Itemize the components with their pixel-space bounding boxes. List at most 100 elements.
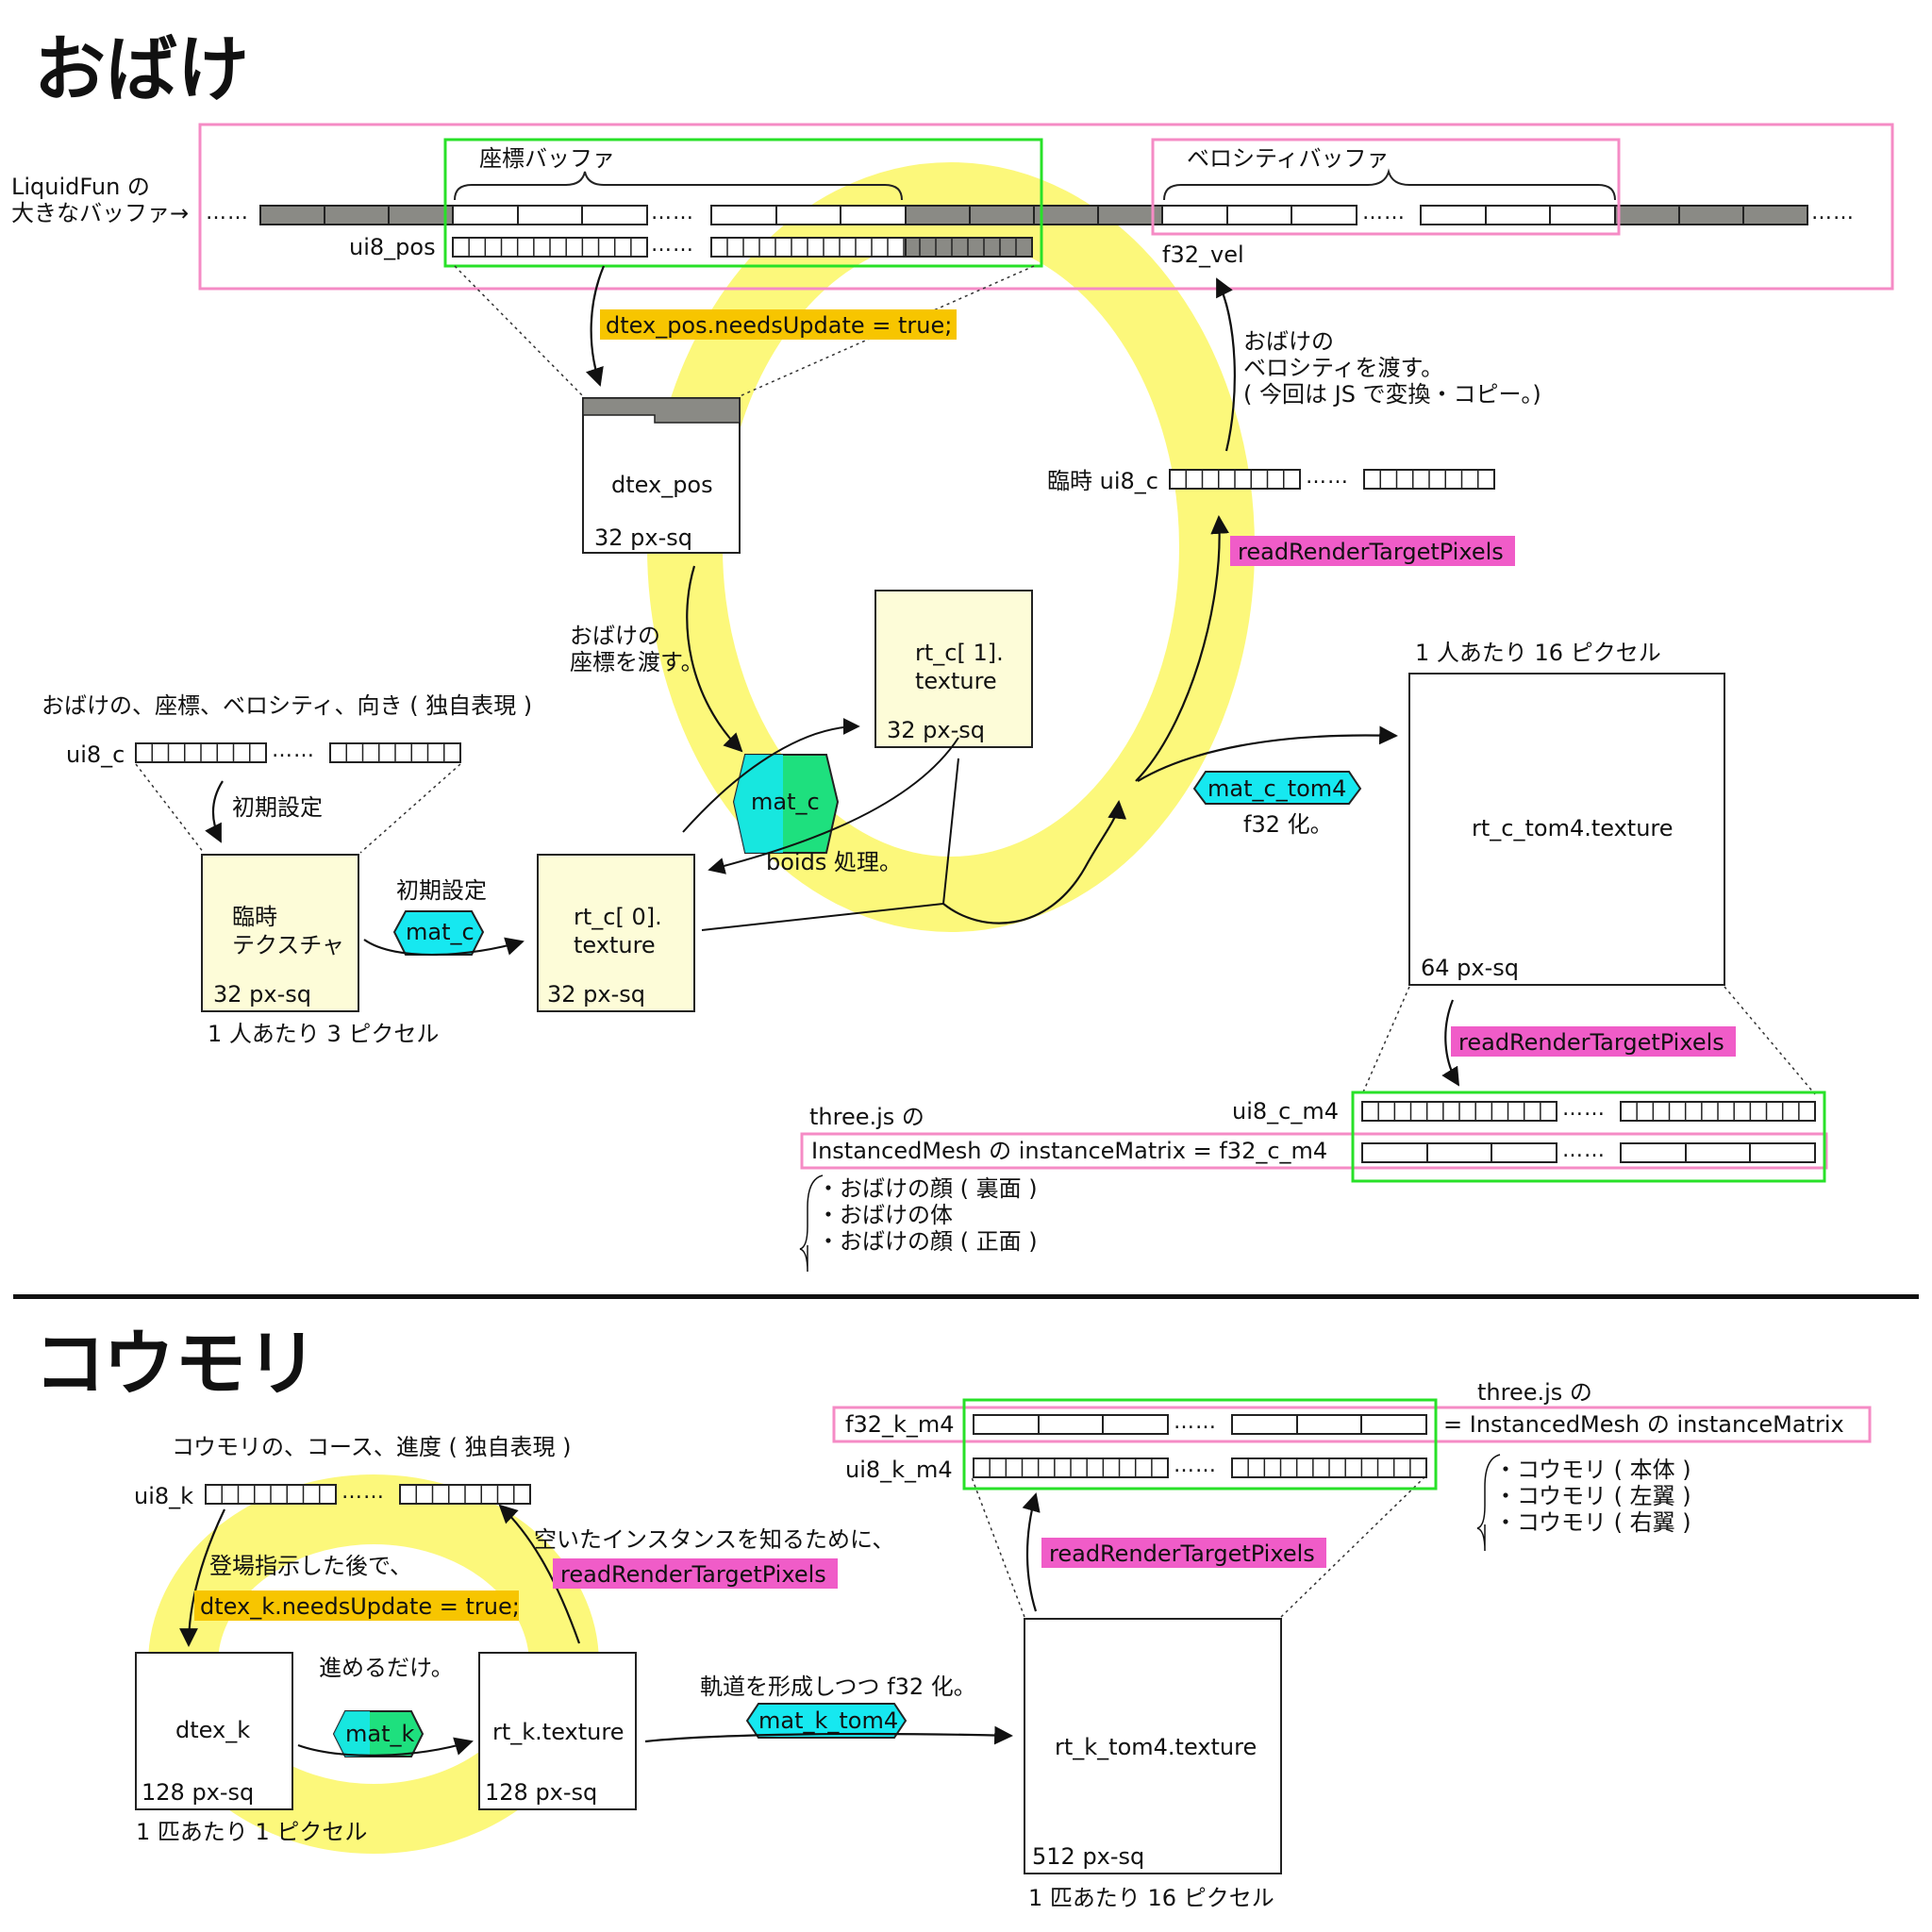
ui8-c-m4-label: ui8_c_m4 (1232, 1098, 1339, 1124)
pass-velocity-text-3: ( 今回は JS で変換・コピー。) (1243, 381, 1541, 408)
read-rt-k2-highlight (1041, 1538, 1326, 1568)
buffer-dots-right: …… (1811, 201, 1855, 225)
temp-ui8-c-dots: …… (1306, 465, 1349, 489)
koumori-threejs-label: three.js の (1477, 1379, 1592, 1406)
advance-only-label: 進めるだけ。 (319, 1655, 454, 1681)
ui8-c-m4-frame (1351, 1091, 1826, 1183)
mat-c-tom4-label: mat_c_tom4 (1208, 775, 1346, 802)
obake-own-repr-label: おばけの、座標、ベロシティ、向き ( 独自表現 ) (42, 692, 532, 719)
dtex-k-texture (135, 1652, 293, 1810)
read-rt-k1-highlight (553, 1558, 838, 1589)
buffer-dots-left: …… (206, 201, 249, 225)
read-rt-2-highlight (1451, 1026, 1736, 1057)
liquidfun-label-1: LiquidFun の (11, 174, 150, 200)
dtex-pos-needsupdate-highlight (600, 309, 957, 340)
vel-buffer-brace (1163, 168, 1616, 201)
rt-c-tom4-texture (1408, 673, 1725, 986)
f32-ka-label: f32 化。 (1243, 811, 1333, 838)
rt-c0-label-2: texture (574, 932, 656, 958)
f32-k-m4-label: f32_k_m4 (845, 1411, 955, 1438)
orbit-label: 軌道を形成しつつ f32 化。 (700, 1674, 976, 1700)
instanced-matrix-label: InstancedMesh の instanceMatrix = f32_c_m… (811, 1138, 1327, 1164)
pos-buffer-brace (454, 171, 903, 201)
pass-position-text-2: 座標を渡す。 (570, 649, 704, 675)
read-rt-k1-label: readRenderTargetPixels (560, 1561, 826, 1588)
rt-c0-label-1: rt_c[ 0]. (574, 904, 662, 930)
ui8-c-label: ui8_c (66, 741, 125, 768)
mat-k-tom4-label: mat_k_tom4 (758, 1707, 898, 1734)
dtex-pos-size: 32 px-sq (594, 525, 692, 551)
f32-k-m4-frame (832, 1406, 1872, 1443)
velocity-buffer-frame (1151, 138, 1621, 236)
init-setting-2-label: 初期設定 (396, 877, 487, 904)
koumori-list-1: ・コウモリ ( 本体 ) (1494, 1457, 1691, 1483)
dtex-k-needsupdate: dtex_k.needsUpdate = true; (200, 1593, 520, 1620)
per-bat-16-label: 1 匹あたり 16 ピクセル (1028, 1885, 1274, 1911)
boids-label: boids 処理。 (766, 849, 902, 875)
empty-instance-label: 空いたインスタンスを知るために、 (534, 1526, 894, 1553)
rt-c-tom4-label: rt_c_tom4.texture (1472, 815, 1674, 841)
temp-texture-label-2: テクスチャ (232, 932, 344, 958)
ui8-pos-label: ui8_pos (349, 234, 436, 260)
ui8-c-m4-dots: …… (1562, 1097, 1606, 1121)
per-bat-1-label: 1 匹あたり 1 ピクセル (136, 1819, 367, 1845)
temp-texture-size: 32 px-sq (213, 981, 311, 1008)
liquidfun-buffer-row (259, 205, 1808, 225)
ui8-k-m4-label: ui8_k_m4 (845, 1457, 953, 1483)
per-person-3-label: 1 人あたり 3 ピクセル (208, 1021, 439, 1047)
ui8-pos-bytes (452, 237, 1033, 258)
rt-c1-label-2: texture (915, 668, 997, 694)
obake-list-1: ・おばけの顔 ( 裏面 ) (817, 1175, 1038, 1202)
mat-c-center-label: mat_c (751, 789, 820, 815)
read-rt-2-label: readRenderTargetPixels (1458, 1029, 1724, 1056)
mat-k-tom4-shader (745, 1703, 908, 1739)
pass-velocity-text-1: おばけの (1243, 328, 1334, 355)
rt-c1-size: 32 px-sq (887, 717, 985, 743)
temp-ui8-c-label: 臨時 ui8_c (1047, 468, 1158, 494)
koumori-title: コウモリ (34, 1322, 318, 1406)
obake-list-2: ・おばけの体 (817, 1202, 953, 1228)
after-spawn-label: 登場指示した後で、 (209, 1553, 412, 1579)
rt-k-tom4-texture (1024, 1618, 1282, 1874)
read-rt-1-highlight (1230, 536, 1515, 566)
rt-c-tom4-size: 64 px-sq (1421, 955, 1519, 981)
koumori-instanced-label: = InstancedMesh の instanceMatrix (1443, 1411, 1844, 1438)
f32-k-m4-dots: …… (1174, 1410, 1217, 1434)
dtex-k-label: dtex_k (175, 1717, 250, 1743)
position-buffer-frame (443, 138, 1043, 268)
pass-velocity-text-2: ベロシティを渡す。 (1243, 355, 1443, 381)
ui8-k-dots: …… (341, 1480, 385, 1504)
rt-c1-texture (874, 590, 1033, 748)
obake-threejs-label: three.js の (809, 1104, 924, 1130)
pass-position-text-1: おばけの (570, 623, 660, 649)
read-rt-1-label: readRenderTargetPixels (1238, 539, 1504, 565)
vel-buffer-dots: …… (1362, 201, 1406, 225)
mat-c-left-shader (392, 910, 485, 956)
dtex-k-size: 128 px-sq (142, 1779, 254, 1806)
rt-k-size: 128 px-sq (485, 1779, 597, 1806)
liquidfun-buffer-frame (198, 123, 1894, 291)
liquidfun-label-2: 大きなバッファ→ (11, 200, 189, 226)
rt-k-tom4-size: 512 px-sq (1032, 1843, 1144, 1870)
ui8-k-m4-frame (962, 1398, 1438, 1491)
koumori-own-repr-label: コウモリの、コース、進度 ( 独自表現 ) (172, 1434, 571, 1460)
ui8-k-label: ui8_k (134, 1483, 193, 1509)
ui8-c-dots: …… (272, 739, 315, 762)
obake-list-3: ・おばけの顔 ( 正面 ) (817, 1228, 1038, 1255)
mat-c-tom4-shader (1192, 771, 1362, 805)
dtex-pos-label: dtex_pos (611, 472, 713, 498)
section-divider (13, 1294, 1919, 1299)
read-rt-k2-label: readRenderTargetPixels (1049, 1541, 1315, 1567)
temp-texture-label-1: 臨時 (232, 904, 277, 930)
vel-buffer-label: ベロシティバッファ (1187, 145, 1390, 172)
rt-c0-texture (537, 854, 695, 1012)
f32-c-m4-frame (800, 1132, 1828, 1170)
init-setting-1-label: 初期設定 (232, 794, 323, 821)
dtex-pos-needsupdate: dtex_pos.needsUpdate = true; (606, 312, 952, 339)
mat-c-left-label: mat_c (406, 919, 475, 945)
koumori-list-3: ・コウモリ ( 右翼 ) (1494, 1509, 1691, 1536)
pos-buffer-dots: …… (651, 201, 694, 225)
pos-buffer-label: 座標バッファ (479, 145, 615, 172)
per-person-16-label: 1 人あたり 16 ピクセル (1415, 640, 1661, 666)
